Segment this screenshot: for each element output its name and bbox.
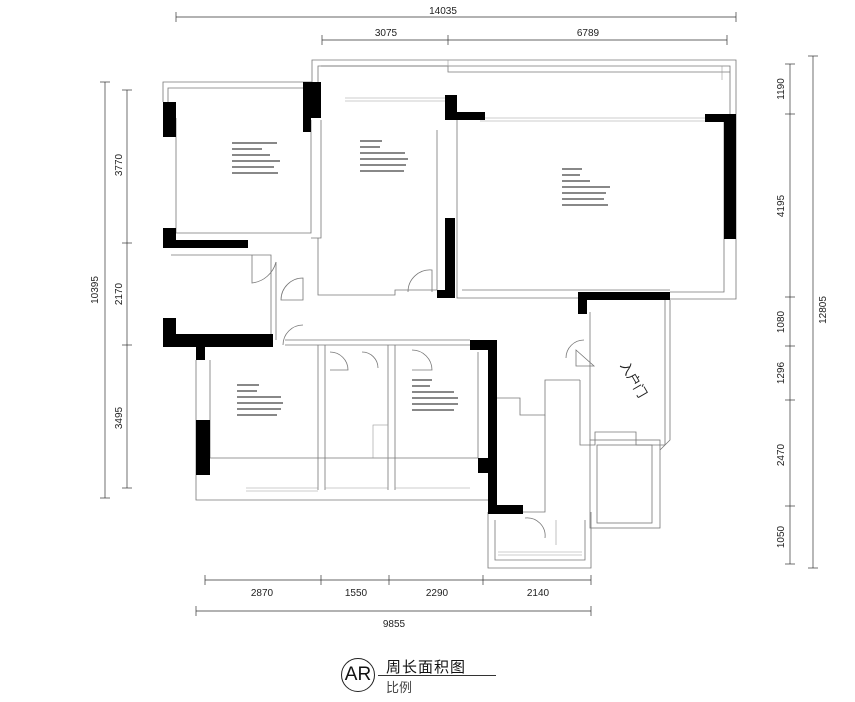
dim-left-mid: 2170	[114, 282, 125, 305]
dim-left-overall: 10395	[90, 276, 101, 304]
dim-top-left: 3075	[375, 28, 398, 39]
dim-bottom-4: 2140	[527, 588, 550, 599]
title-rule	[378, 675, 496, 676]
thin-walls	[162, 59, 737, 569]
solid-walls	[163, 82, 736, 514]
entrance-door-label: 入户门	[617, 359, 650, 401]
dim-bottom-2: 1550	[345, 588, 368, 599]
room-annotation-lower-right-bedroom	[412, 379, 458, 411]
dim-right-overall: 12805	[818, 296, 829, 324]
room-annotation-lower-left-bedroom	[237, 384, 283, 416]
door-swings	[251, 255, 596, 539]
drawing-title: 周长面积图	[386, 658, 467, 676]
dim-right-2: 4195	[776, 194, 787, 217]
dim-left-top: 3770	[114, 153, 125, 176]
bottom-dimension-lines	[195, 575, 592, 616]
dim-right-3: 1080	[776, 310, 787, 333]
dim-bottom-overall: 9855	[383, 619, 406, 630]
dim-right-4: 1296	[776, 361, 787, 384]
drawing-subtitle: 比例	[386, 681, 413, 696]
dim-left-bottom: 3495	[114, 406, 125, 429]
room-annotation-center-room	[360, 140, 408, 172]
room-annotation-left-bedroom	[232, 142, 280, 174]
dim-bottom-3: 2290	[426, 588, 449, 599]
ar-badge: AR	[341, 658, 375, 692]
dim-bottom-1: 2870	[251, 588, 274, 599]
right-dimension-lines	[785, 55, 818, 569]
left-dimension-lines	[100, 81, 132, 499]
dim-top-right: 6789	[577, 28, 600, 39]
dim-top-overall: 14035	[429, 6, 457, 17]
dim-right-6: 1050	[776, 525, 787, 548]
dim-right-5: 2470	[776, 443, 787, 466]
dim-right-1: 1190	[776, 78, 787, 100]
top-dimension-lines	[175, 12, 737, 45]
room-annotation-living-room	[562, 168, 610, 206]
